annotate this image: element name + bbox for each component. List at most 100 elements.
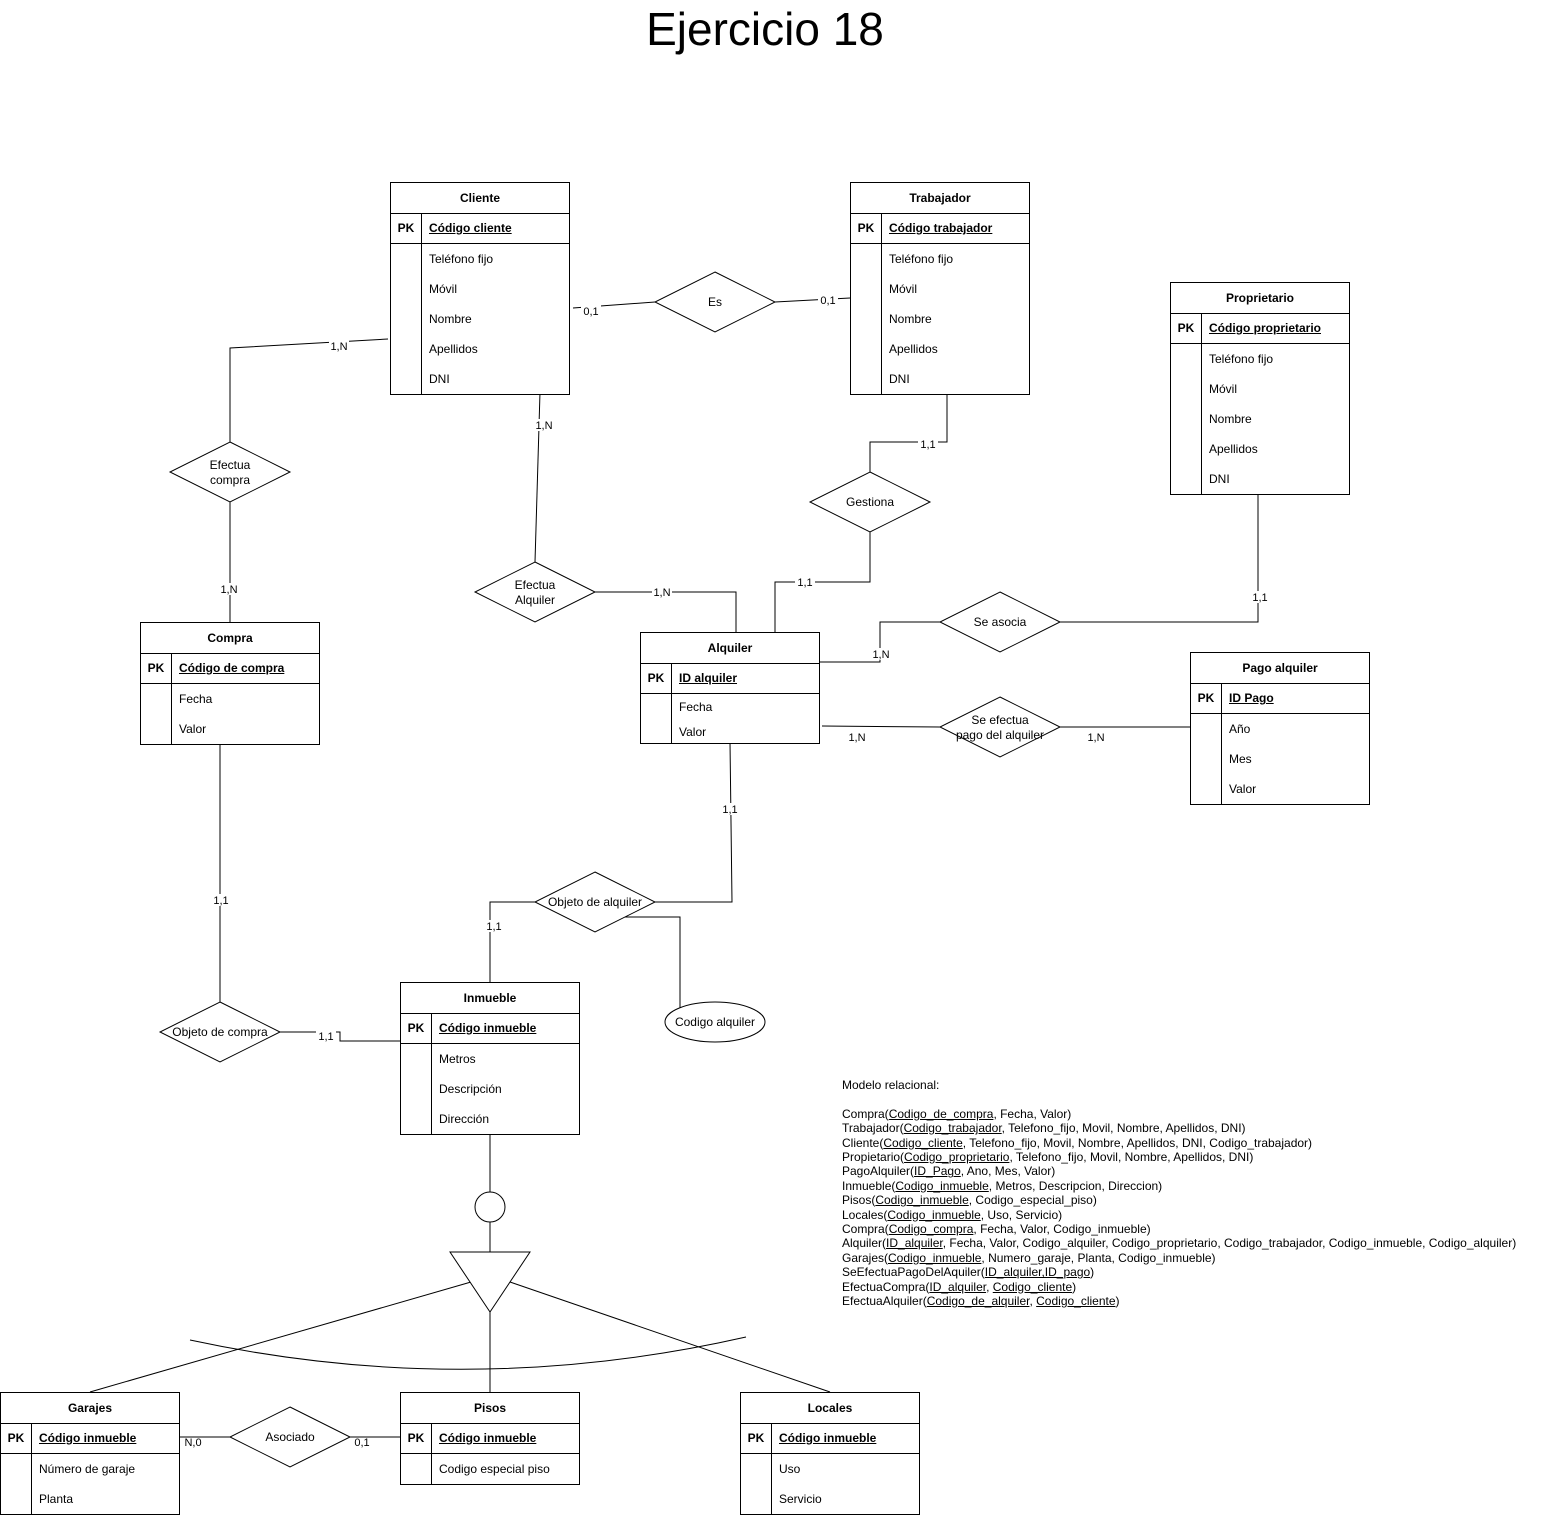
pk-field: Código inmueble [779,1431,877,1445]
line-objeto-codigo [625,916,681,1010]
cardinality-labels: 0,1 0,1 1,N 1,N 1,N 1,N 1,1 1,1 1,1 1,N … [184,293,1270,1449]
pk-field: ID Pago [1229,691,1274,705]
pk-label: PK [1191,684,1222,713]
card-efcompra-compra: 1,N [220,584,237,596]
rel-asociado-label: Asociado [265,1430,315,1444]
rel-sepago-label-2: pago del alquiler [956,728,1044,742]
line-trabajador-gestiona [869,392,948,472]
line-es-trabajador [774,297,851,303]
attr-codigo-alquiler-ellipse [664,1001,766,1043]
pk-field: ID alquiler [679,671,738,685]
pk-field: Código de compra [179,661,285,675]
rel-asocia-diamond [938,591,1062,653]
relational-line: Pisos(Codigo_inmueble, Codigo_especial_p… [842,1193,1097,1208]
diagram-title: Ejercicio 18 [646,3,884,55]
card-alquiler-objeto: 1,1 [722,804,737,816]
card-pago-pago: 1,N [1087,732,1104,744]
rel-efcompra-diamond [168,441,292,503]
attribute: Móvil [429,282,458,296]
pk-field: Código cliente [429,221,512,235]
card-es-cliente: 0,1 [583,306,598,318]
pk-field: Código inmueble [439,1021,537,1035]
relational-line: PagoAlquiler(ID_Pago, Ano, Mes, Valor) [842,1164,1056,1179]
pk-label: PK [401,1424,432,1453]
pk-field: Código inmueble [39,1431,137,1445]
attribute: Teléfono fijo [1209,352,1274,366]
attribute: Año [1229,722,1251,736]
attribute: Uso [779,1462,801,1476]
attr-codigo-alquiler-label: Codigo alquiler [675,1015,755,1029]
line-objeto-inmueble [489,901,535,982]
specialization-circle [474,1191,506,1223]
relational-key: Codigo_de_alquiler [926,1294,1030,1309]
card-asocia-alquiler: 1,N [872,649,889,661]
rel-sepago-label-1: Se efectua [971,713,1029,727]
line-asocia-alquiler [820,621,940,663]
attribute: Nombre [1209,412,1252,426]
relational-line: Trabajador(Codigo_trabajador, Telefono_f… [842,1121,1246,1136]
attribute: Nombre [429,312,472,326]
attribute: Móvil [889,282,918,296]
rel-efalquiler-label-2: Alquiler [515,593,555,607]
rel-efcompra-label-1: Efectua [210,458,251,472]
attribute: Fecha [179,692,213,706]
relational-key: Codigo_cliente [1036,1294,1116,1309]
attribute: Número de garaje [39,1462,136,1476]
relational-key: Codigo_trabajador [903,1121,1002,1136]
disjoint-arc [189,1336,747,1370]
card-propietario-asocia: 1,1 [1252,592,1267,604]
relational-line: EfectuaAlquiler(Codigo_de_alquiler, Codi… [842,1294,1120,1309]
relational-line: Alquiler(ID_alquiler, Fecha, Valor, Codi… [842,1236,1517,1251]
attribute: Apellidos [1209,442,1258,456]
relational-key: Codigo_inmueble [895,1178,989,1193]
card-trabajador-gestiona: 1,1 [920,439,935,451]
specialization-triangle [449,1251,531,1313]
relational-line: EfectuaCompra(ID_alquiler, Codigo_client… [842,1279,1077,1294]
rel-objeto-compra-label: Objeto de compra [172,1025,268,1039]
relational-key: ID_Pago [914,1164,961,1179]
attribute: Servicio [779,1492,822,1506]
rel-es-diamond [653,271,777,333]
line-cliente-efcompra [229,338,389,442]
attribute: Descripción [439,1082,502,1096]
line-gestiona-alquiler [774,532,871,632]
relationship-labels: Es Efectua compra Efectua Alquiler Gesti… [172,295,1044,1444]
relational-key: Codigo_inmueble [875,1193,969,1208]
pk-label: PK [851,214,882,243]
line-efalquiler-alquiler [595,591,737,632]
attribute: DNI [889,372,910,386]
relational-line: Locales(Codigo_inmueble, Uso, Servicio) [842,1207,1063,1222]
attribute: Planta [39,1492,74,1506]
relational-heading: Modelo relacional: [842,1078,940,1092]
attribute: Metros [439,1052,476,1066]
relational-line: Inmueble(Codigo_inmueble, Metros, Descri… [842,1178,1163,1193]
attribute: Fecha [679,700,713,714]
relational-key: Codigo_cliente [883,1135,963,1150]
line-alquiler-objeto [655,741,733,903]
card-compra-objeto: 1,1 [213,895,228,907]
card-asociado-pisos: 0,1 [354,1437,369,1449]
attribute: Codigo especial piso [439,1462,550,1476]
relational-lines: Compra(Codigo_de_compra, Fecha, Valor)Tr… [842,1107,1516,1309]
entity-name: Pago alquiler [1191,653,1369,684]
attribute: Móvil [1209,382,1238,396]
relational-key: ID_alquiler [929,1279,987,1294]
attribute: Valor [679,725,707,739]
relational-line: Compra(Codigo_de_compra, Fecha, Valor) [842,1106,1072,1121]
card-gestiona-alquiler: 1,1 [797,577,812,589]
card-objetocompra-inmueble: 1,1 [318,1031,333,1043]
relational-line: Cliente(Codigo_cliente, Telefono_fijo, M… [842,1135,1313,1150]
rel-objeto-alquiler-label: Objeto de alquiler [548,895,642,909]
relational-line: Propietario(Codigo_proprietario, Telefon… [842,1150,1254,1165]
